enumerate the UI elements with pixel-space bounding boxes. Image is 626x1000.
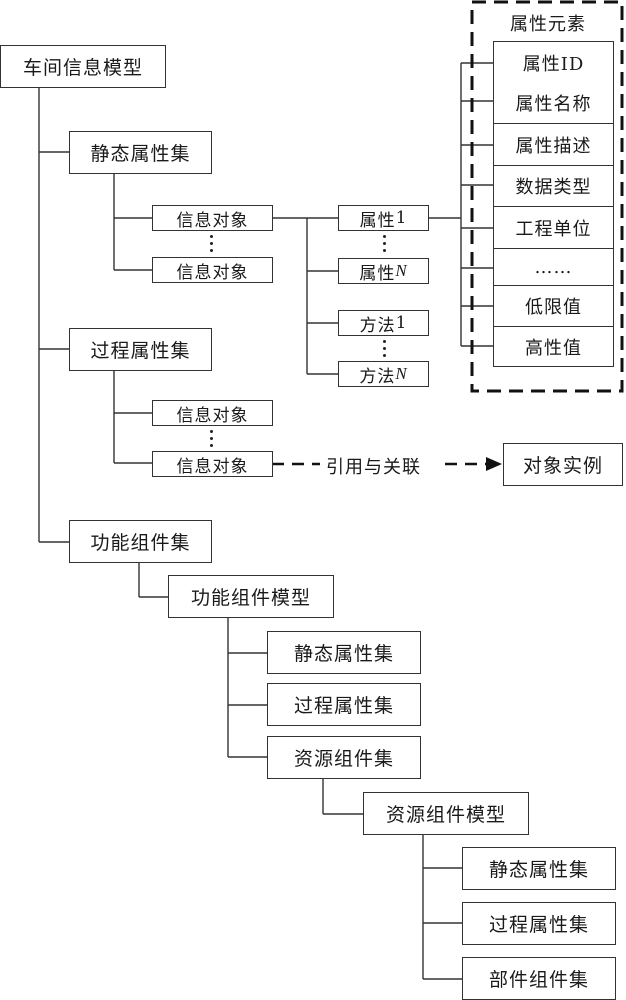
function-set-node: 功能组件集 — [69, 520, 212, 563]
info-object-label: 信息对象 — [176, 210, 249, 231]
resource-model-label: 资源组件模型 — [385, 804, 506, 826]
process-info-object-1: 信息对象 — [152, 400, 273, 426]
member-prefix: 方法 — [359, 366, 396, 387]
static-set-node: 静态属性集 — [69, 131, 212, 174]
child-label: 静态属性集 — [293, 643, 394, 665]
resource-model-node: 资源组件模型 — [363, 792, 529, 835]
process-set-label: 过程属性集 — [90, 340, 191, 362]
object-instance-label: 对象实例 — [522, 455, 603, 477]
attribute-element-row: …… — [493, 249, 614, 286]
function-model-process-set: 过程属性集 — [267, 683, 421, 726]
member-prefix: 方法 — [359, 315, 396, 336]
arrow-head-icon — [486, 457, 502, 471]
member-suffix: 1 — [395, 208, 408, 228]
info-object-label: 信息对象 — [176, 456, 249, 477]
info-object-label: 信息对象 — [176, 262, 249, 283]
member-suffix: 1 — [395, 313, 408, 333]
resource-model-part-set: 部件组件集 — [462, 957, 616, 1000]
process-set-node: 过程属性集 — [69, 328, 212, 371]
attribute-element-row: 低限值 — [493, 286, 614, 327]
reference-label: 引用与关联 — [326, 453, 421, 479]
member-prefix: 属性 — [359, 210, 396, 231]
ellipsis-static-info — [210, 235, 214, 256]
function-model-label: 功能组件模型 — [190, 587, 311, 609]
child-label: 部件组件集 — [488, 969, 589, 991]
child-label: 静态属性集 — [488, 859, 589, 881]
object-instance-node: 对象实例 — [503, 443, 623, 486]
child-label: 过程属性集 — [488, 914, 589, 936]
child-label: 过程属性集 — [293, 695, 394, 717]
static-set-label: 静态属性集 — [90, 143, 191, 165]
function-model-resource-set: 资源组件集 — [267, 736, 421, 779]
child-label: 资源组件集 — [293, 748, 394, 770]
resource-model-static-set: 静态属性集 — [462, 847, 616, 890]
attribute-element-row: 属性描述 — [493, 124, 614, 166]
function-model-static-set: 静态属性集 — [267, 631, 421, 674]
info-object-label: 信息对象 — [176, 405, 249, 426]
process-info-object-2: 信息对象 — [152, 451, 273, 477]
attribute-element-row: 工程单位 — [493, 207, 614, 249]
static-info-object-1: 信息对象 — [152, 205, 273, 231]
attribute-element-row: 高性值 — [493, 327, 614, 367]
ellipsis-process-info — [210, 430, 214, 451]
root-node: 车间信息模型 — [0, 45, 166, 88]
attribute-element-row: 数据类型 — [493, 166, 614, 207]
root-label: 车间信息模型 — [22, 57, 143, 79]
attribute-elements-title: 属性元素 — [510, 14, 586, 35]
ellipsis-attributes — [383, 235, 387, 256]
function-model-node: 功能组件模型 — [168, 575, 334, 618]
attribute-element-row: 属性ID — [493, 41, 614, 84]
member-prefix: 属性 — [359, 263, 396, 284]
attribute-element-row: 属性名称 — [493, 83, 614, 124]
ellipsis-methods — [383, 340, 387, 361]
attr-bracket-ticks — [461, 62, 493, 347]
static-info-object-2: 信息对象 — [152, 257, 273, 283]
attribute-elements-container — [470, 0, 624, 393]
function-set-label: 功能组件集 — [90, 532, 191, 554]
member-suffix: N — [395, 261, 408, 280]
member-suffix: N — [395, 364, 408, 383]
resource-model-process-set: 过程属性集 — [462, 902, 616, 945]
